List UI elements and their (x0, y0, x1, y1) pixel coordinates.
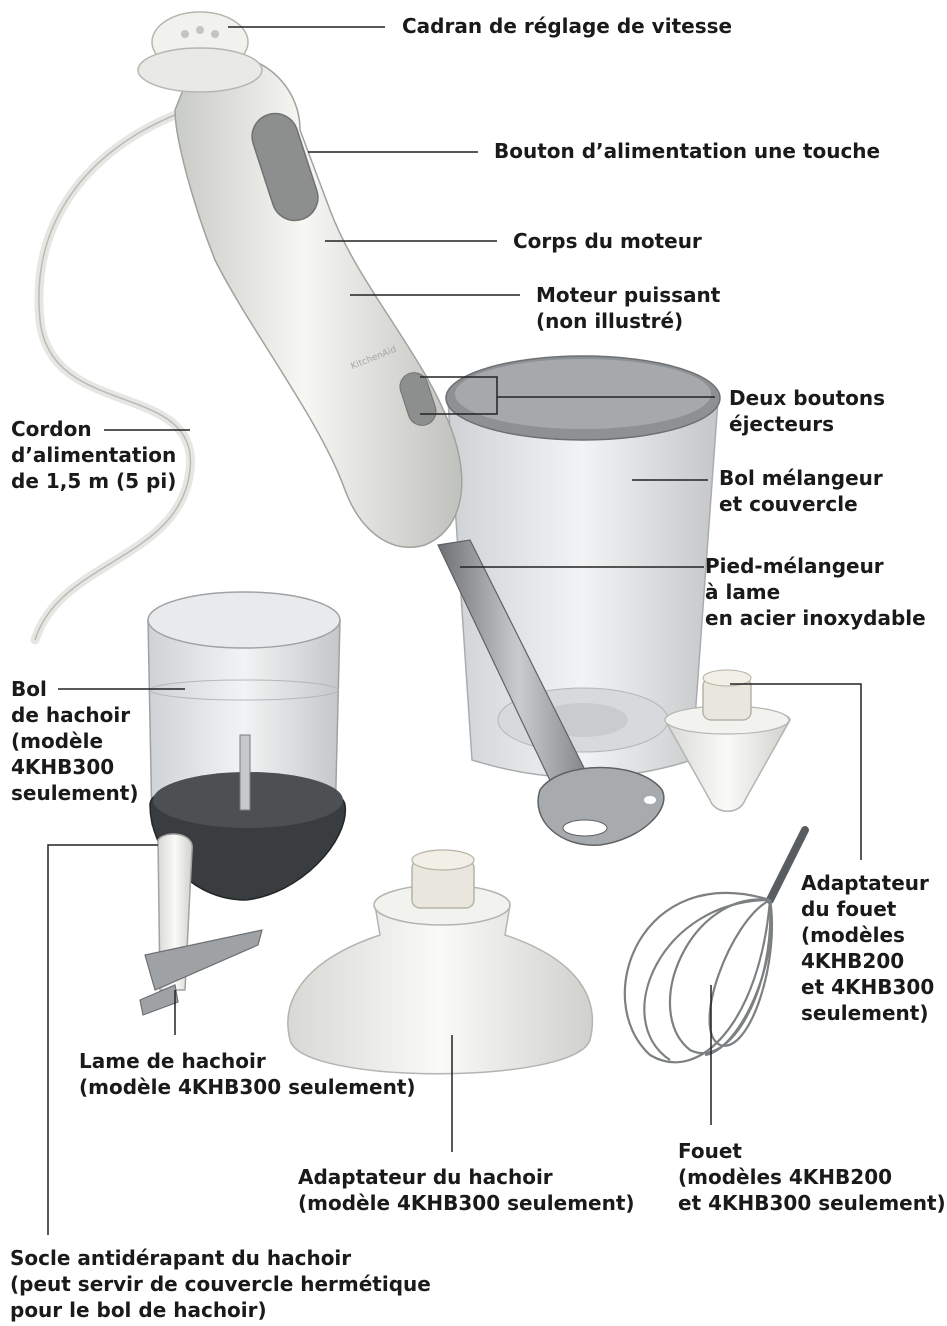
label-power-button: Bouton d’alimentation une touche (494, 138, 880, 164)
label-whisk: Fouet(modèles 4KHB200et 4KHB300 seulemen… (678, 1138, 946, 1216)
label-cord: Cordond’alimentationde 1,5 m (5 pi) (11, 416, 176, 494)
label-chopper-blade: Lame de hachoir(modèle 4KHB300 seulement… (79, 1048, 416, 1100)
label-eject-buttons: Deux boutonséjecteurs (729, 385, 885, 437)
label-blender-jar: Bol mélangeuret couvercle (719, 465, 883, 517)
whisk (625, 830, 805, 1062)
label-speed-dial: Cadran de réglage de vitesse (402, 13, 732, 39)
label-motor-body: Corps du moteur (513, 228, 702, 254)
label-whisk-adapter: Adaptateurdu fouet(modèles4KHB200et 4KHB… (801, 870, 934, 1026)
label-motor: Moteur puissant(non illustré) (536, 282, 720, 334)
label-chopper-adapter: Adaptateur du hachoir(modèle 4KHB300 seu… (298, 1164, 635, 1216)
chopper-adapter (288, 850, 592, 1074)
label-blending-arm: Pied-mélangeurà lameen acier inoxydable (705, 553, 926, 631)
label-chopper-bowl: Bolde hachoir(modèle4KHB300seulement) (11, 676, 138, 806)
label-chopper-base: Socle antidérapant du hachoir(peut servi… (10, 1245, 431, 1323)
